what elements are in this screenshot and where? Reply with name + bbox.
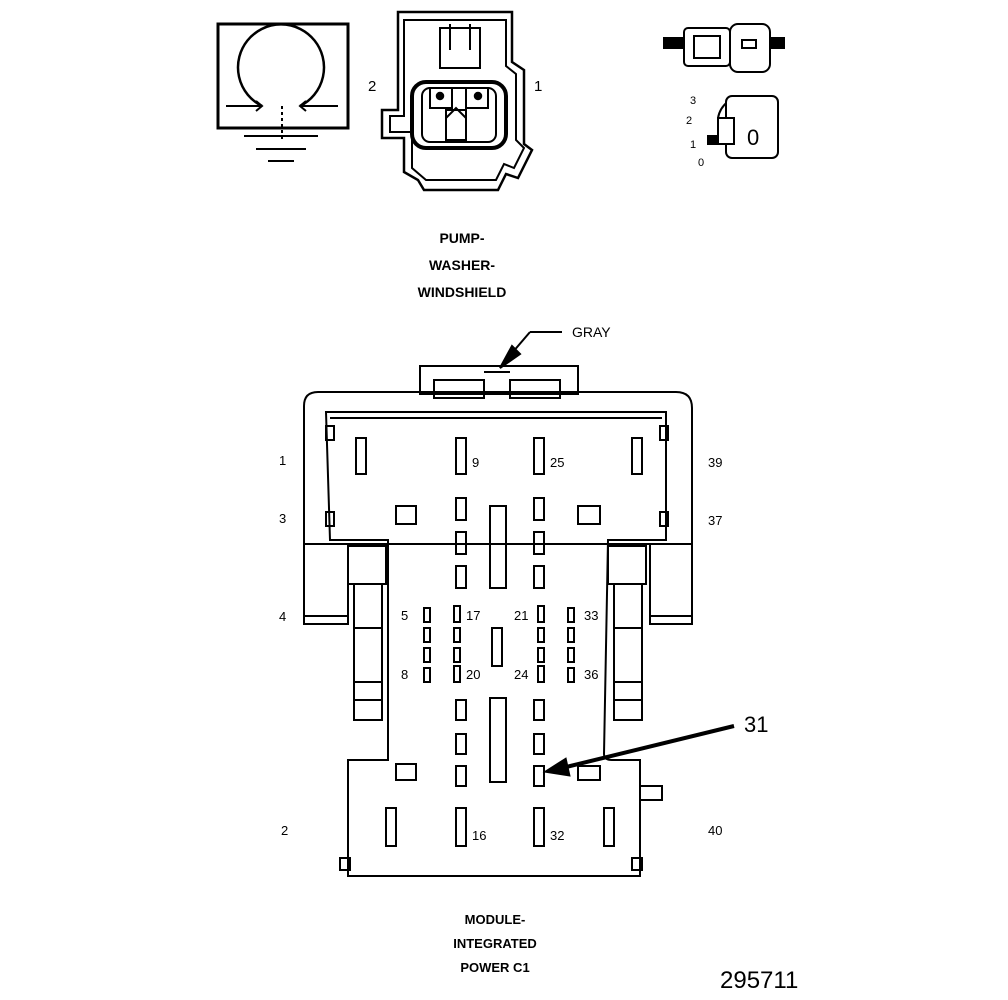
- key-label: 0: [747, 125, 759, 150]
- key-position-3: 3: [690, 95, 696, 107]
- cavity-2: [385, 807, 397, 847]
- pump-pin-1-label: 1: [534, 78, 542, 95]
- pin-label-8: 8: [401, 667, 408, 682]
- pump-pin-2-label: 2: [368, 78, 376, 95]
- pin-label-16: 16: [472, 828, 486, 843]
- pump-title-line-3: WINDSHIELD: [418, 284, 507, 300]
- pin-label-33: 33: [584, 608, 598, 623]
- cavity-25: [533, 437, 545, 475]
- pin-label-2: 2: [281, 823, 288, 838]
- pin-label-1: 1: [279, 453, 286, 468]
- gray-callout: [499, 331, 562, 369]
- pin-label-3: 3: [279, 511, 286, 526]
- figure-id: 295711: [720, 967, 798, 994]
- pin-31-callout-arrow: [542, 724, 735, 777]
- module-title-line-2: INTEGRATED: [453, 936, 537, 951]
- pin-label-4: 4: [279, 609, 286, 624]
- key-position-icon: [707, 95, 779, 159]
- cavity-39: [631, 437, 643, 475]
- pin-label-36: 36: [584, 667, 598, 682]
- terminal-icon: [663, 23, 785, 73]
- pin-label-20: 20: [466, 667, 480, 682]
- key-position-2: 2: [686, 115, 692, 127]
- cavity-1: [355, 437, 367, 475]
- module-connector: [303, 365, 693, 877]
- module-title-line-1: MODULE-: [465, 912, 526, 927]
- terminal-cavities: [355, 437, 643, 847]
- pump-connector: [380, 10, 534, 192]
- cavity-40: [603, 807, 615, 847]
- cavity-32: [533, 807, 545, 847]
- gray-callout-label: GRAY: [572, 324, 611, 340]
- pin-label-32: 32: [550, 828, 564, 843]
- cavity-16: [455, 807, 467, 847]
- module-pin-labels: 1 3 4 2 39 37 40 9 25 5 17 21 33 8 20 24…: [279, 453, 722, 843]
- pin-label-40: 40: [708, 823, 722, 838]
- pin-label-21: 21: [514, 608, 528, 623]
- pin-label-9: 9: [472, 455, 479, 470]
- pin-label-5: 5: [401, 608, 408, 623]
- pump-title-line-1: PUMP-: [439, 230, 484, 246]
- cavity-9: [455, 437, 467, 475]
- ground-symbol: [216, 22, 350, 162]
- pin-label-39: 39: [708, 455, 722, 470]
- pin-label-24: 24: [514, 667, 528, 682]
- pin-label-17: 17: [466, 608, 480, 623]
- key-position-1: 1: [690, 139, 696, 151]
- cavity-31: [533, 765, 545, 787]
- pin-label-37: 37: [708, 513, 722, 528]
- pin-label-25: 25: [550, 455, 564, 470]
- pump-title-line-2: WASHER-: [429, 257, 495, 273]
- module-title-line-3: POWER C1: [460, 960, 529, 975]
- pin-31-callout-label: 31: [744, 712, 768, 737]
- key-position-0: 0: [698, 157, 704, 169]
